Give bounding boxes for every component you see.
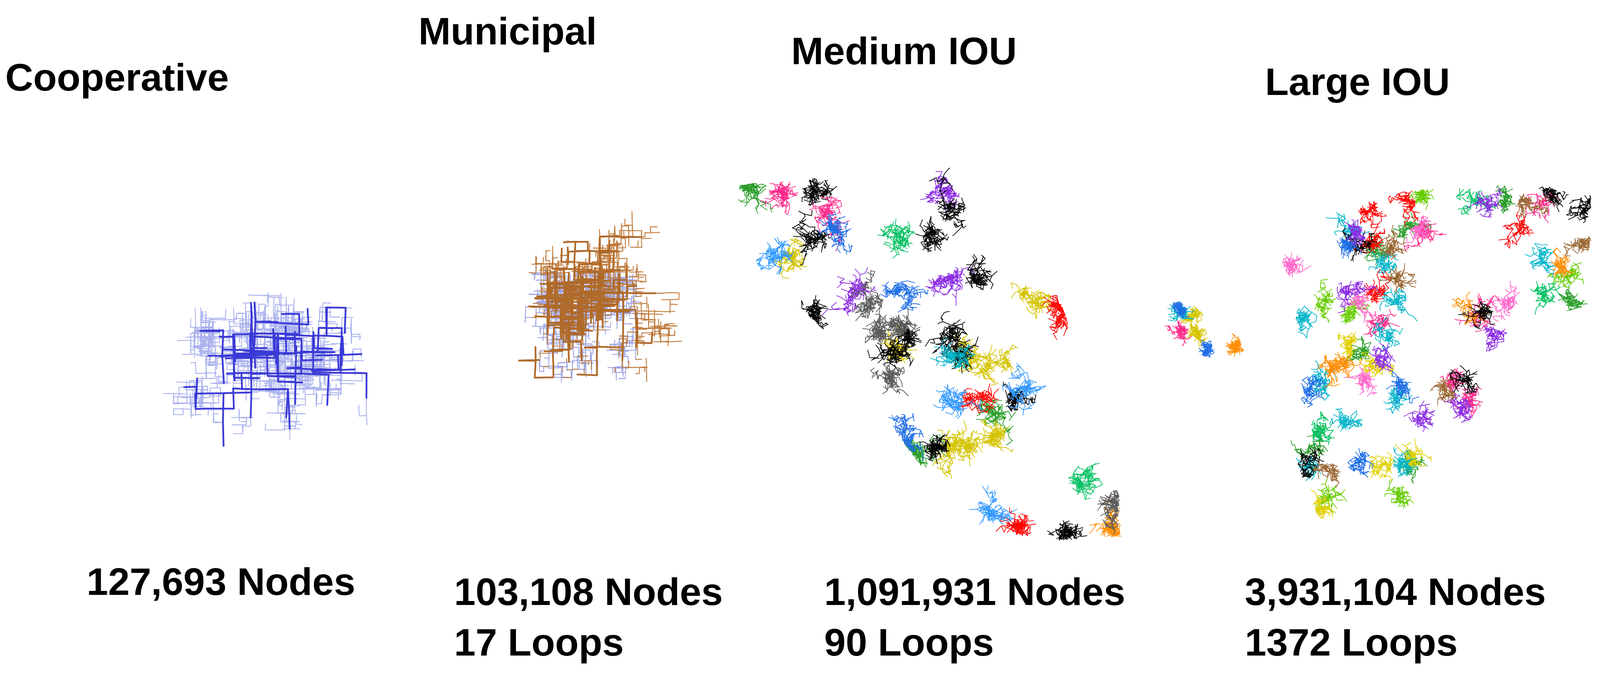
feeder-line (1296, 212, 1566, 481)
feeder-line (1336, 188, 1507, 432)
feeder-line (519, 235, 656, 378)
feeder-line (850, 270, 1120, 534)
feeder-line (930, 304, 1194, 369)
node-count: 1,091,931 Nodes (824, 569, 1126, 614)
loop-count: 1372 Loops (1244, 619, 1458, 665)
feeder-line (1311, 188, 1561, 445)
map-title: Municipal (418, 8, 597, 54)
feeder-line (877, 218, 1103, 499)
feeder-line (1317, 247, 1575, 388)
map-title: Large IOU (1265, 59, 1451, 104)
feeder-line (1349, 190, 1534, 303)
feeder-line (1298, 186, 1592, 478)
cooperative-trunk (184, 302, 367, 446)
loop-count: 17 Loops (454, 619, 624, 665)
map-title: Cooperative (5, 54, 230, 100)
node-count: 3,931,104 Nodes (1244, 569, 1546, 614)
municipal-trunk (519, 235, 656, 378)
cooperative-map (163, 292, 368, 440)
feeder-line (163, 292, 368, 440)
medium-iou-map (738, 167, 1244, 540)
feeder-line (760, 181, 1192, 346)
loop-count: 90 Loops (824, 619, 994, 665)
feeder-line (818, 211, 1215, 461)
feeder-line (1301, 234, 1419, 478)
large-iou-map (1283, 185, 1592, 518)
feeder-line (1290, 185, 1588, 484)
node-count: 103,108 Nodes (454, 569, 724, 614)
map-title: Medium IOU (791, 28, 1017, 73)
feeder-line (1311, 193, 1591, 488)
feeder-line (957, 295, 1068, 536)
feeder-line (184, 302, 367, 446)
node-count: 127,693 Nodes (86, 559, 356, 604)
feeder-line (1311, 332, 1432, 519)
